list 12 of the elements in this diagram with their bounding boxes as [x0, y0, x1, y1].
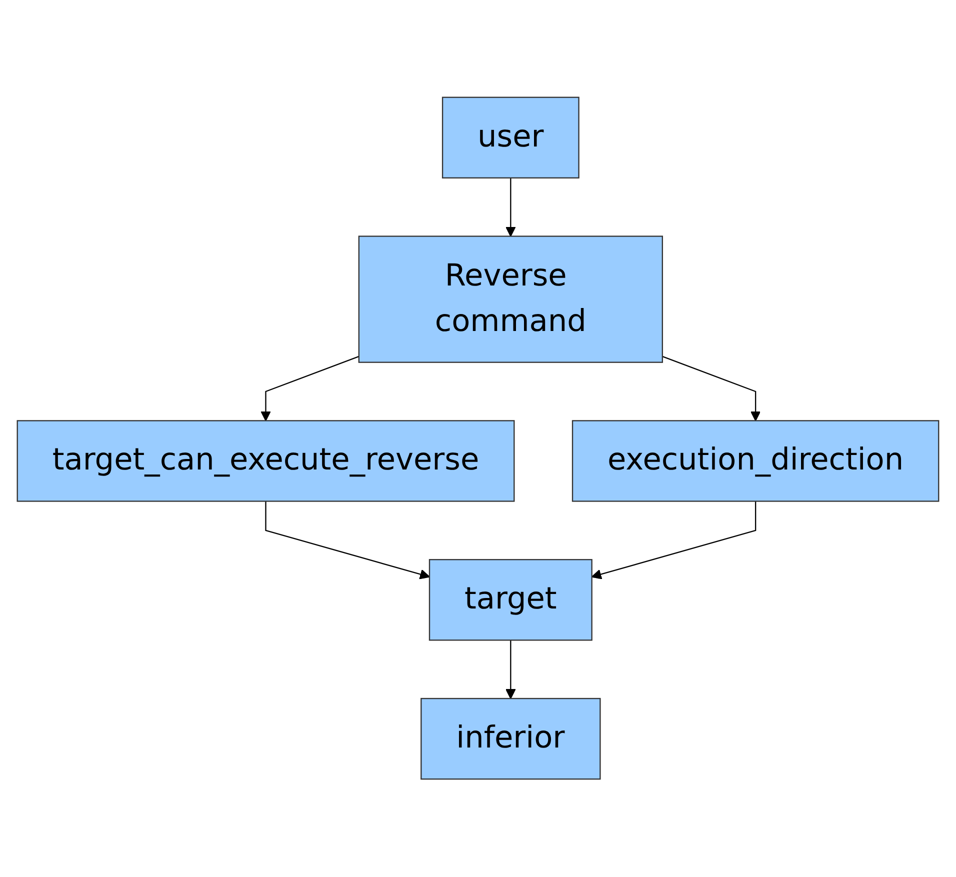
arrow: [662, 356, 761, 422]
arrow: [591, 502, 756, 580]
node-box: user: [442, 97, 580, 179]
node-box: inferior: [420, 698, 601, 780]
arrow: [506, 178, 516, 238]
arrow: [260, 356, 360, 422]
arrow: [265, 502, 430, 580]
arrow: [506, 640, 516, 700]
node-box: Reverse command: [358, 236, 663, 364]
node-box: target: [428, 559, 592, 642]
node-box: target_can_execute_reverse: [16, 420, 515, 502]
node-box: execution_direction: [572, 420, 940, 502]
